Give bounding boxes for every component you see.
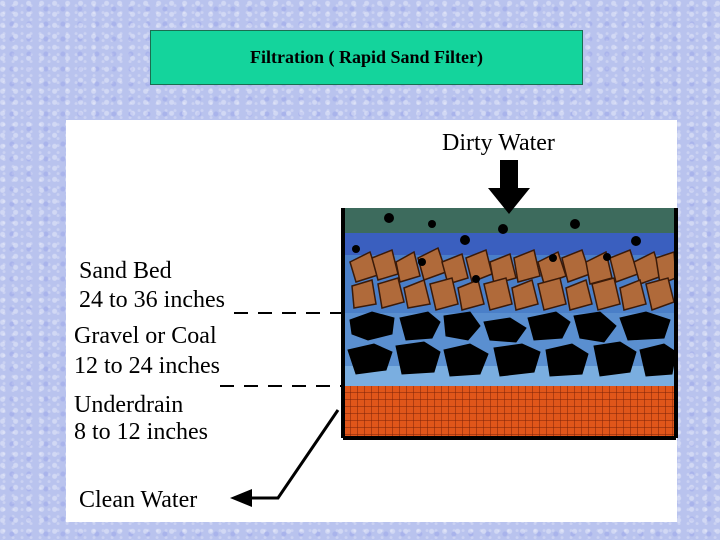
water-layer [343, 233, 676, 255]
gravel-depth-label: 12 to 24 inches [74, 353, 220, 379]
underdrain-label: Underdrain [74, 392, 184, 418]
sand-bed-label: Sand Bed [79, 258, 172, 284]
page-title: Filtration ( Rapid Sand Filter) [150, 30, 583, 85]
layer-boundary-lines [220, 312, 343, 387]
dirty-water-label: Dirty Water [442, 130, 555, 156]
underdrain-layer [343, 386, 676, 438]
clean-water-label: Clean Water [79, 487, 198, 513]
tank-walls [341, 208, 678, 440]
outflow-arrow-line [248, 409, 340, 500]
sand-grains [349, 246, 677, 311]
dirt-particles [352, 213, 641, 283]
title-text: Filtration ( Rapid Sand Filter) [250, 47, 483, 67]
outflow-arrow-icon [230, 489, 252, 507]
inflow-arrow-icon [488, 160, 530, 214]
sand-bed-depth-label: 24 to 36 inches [79, 287, 225, 313]
gravel-chunks [347, 311, 677, 377]
underdrain-depth-label: 8 to 12 inches [74, 419, 208, 445]
gravel-label: Gravel or Coal [74, 323, 217, 349]
